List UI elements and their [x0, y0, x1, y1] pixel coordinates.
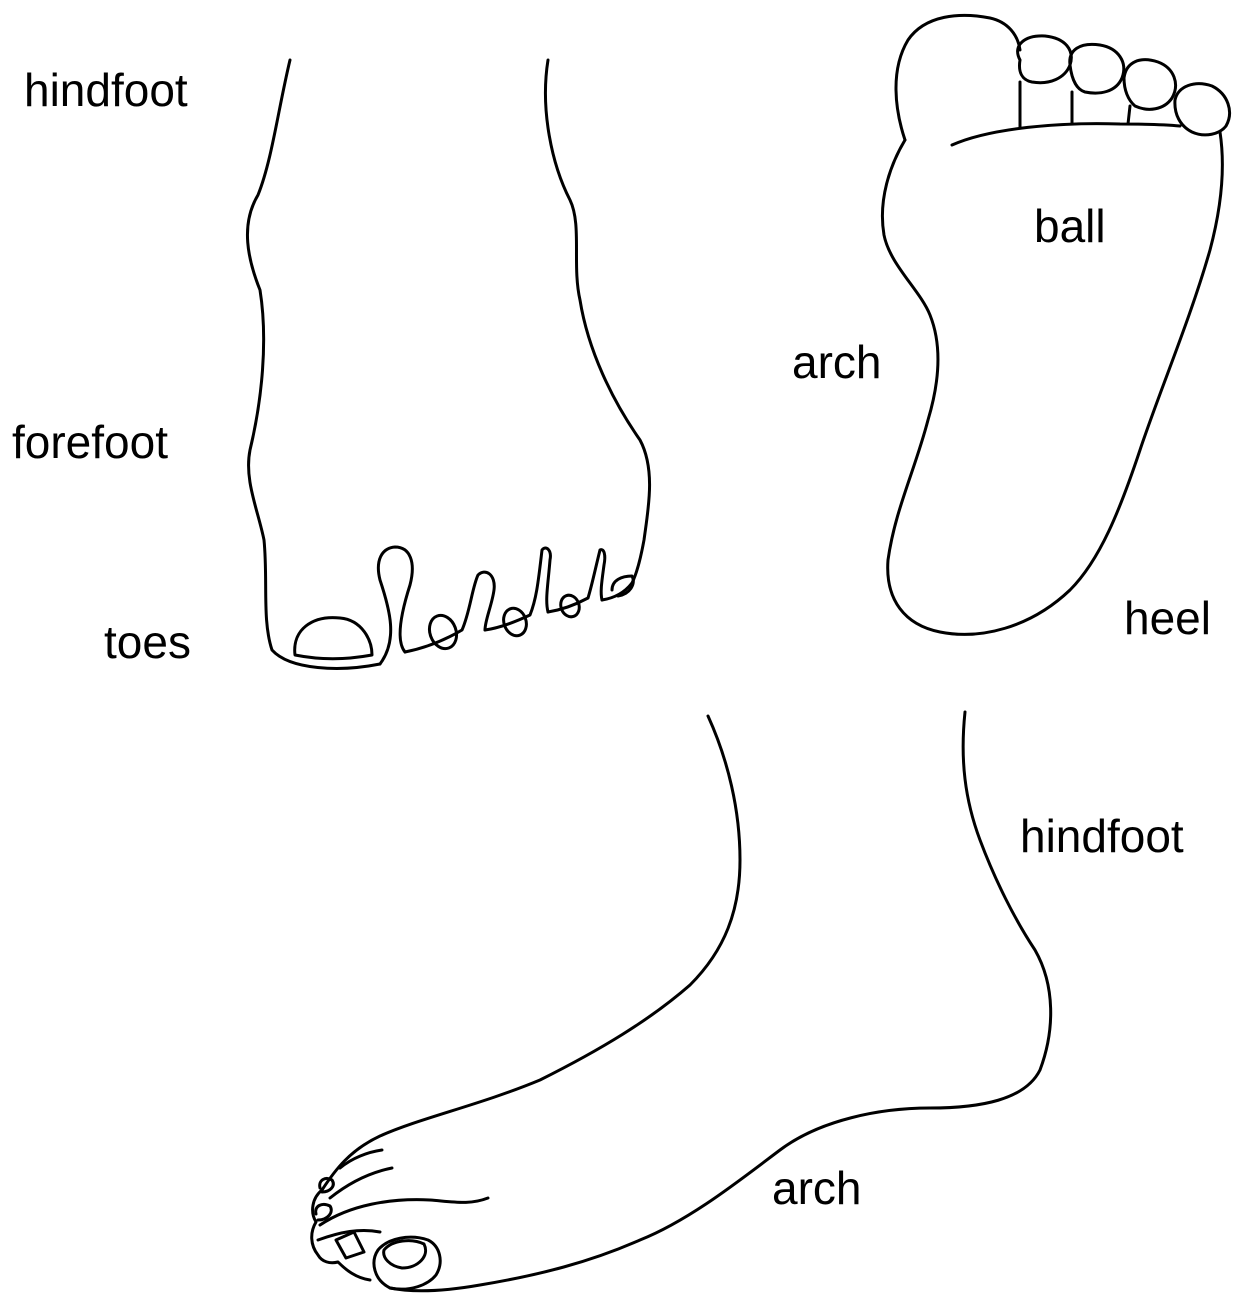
- sole-small-toe-3: [1124, 60, 1176, 110]
- sole-outline: [896, 15, 1020, 140]
- top-view-right-outline: [545, 60, 649, 583]
- side-view-heel-outline: [390, 712, 1051, 1291]
- label-sole-heel: heel: [1124, 592, 1211, 644]
- fourth-toe-outline: [548, 550, 605, 612]
- sole-small-toe-3-base: [1128, 106, 1130, 124]
- label-top-toes: toes: [104, 616, 191, 668]
- sole-small-toe-2: [1070, 44, 1124, 93]
- toe-crease-line: [952, 124, 1180, 145]
- label-side-arch: arch: [772, 1162, 861, 1214]
- second-toe-outline: [405, 572, 494, 652]
- side-view-foot: [312, 712, 1051, 1291]
- big-toenail: [295, 618, 372, 659]
- side-view-big-toe: [374, 1237, 440, 1289]
- label-top-hindfoot: hindfoot: [24, 64, 188, 116]
- top-view-foot: [247, 60, 649, 668]
- big-toe-outline: [378, 547, 412, 664]
- side-view-toenail-3: [336, 1232, 364, 1258]
- label-sole-arch: arch: [792, 336, 881, 388]
- label-sole-ball: ball: [1034, 200, 1106, 252]
- side-view-toenail-2: [316, 1204, 332, 1220]
- label-side-hindfoot: hindfoot: [1020, 810, 1184, 862]
- side-view-shin-front: [322, 716, 740, 1190]
- sole-small-toe-4: [1175, 84, 1230, 135]
- label-top-forefoot: forefoot: [12, 416, 168, 468]
- top-view-left-outline: [247, 60, 380, 668]
- sole-small-toe-1: [1018, 36, 1072, 83]
- side-view-toe-line-3: [320, 1198, 488, 1225]
- side-view-big-toenail: [384, 1241, 426, 1268]
- sole-view-foot: [882, 15, 1229, 634]
- side-view-toe-line-2: [330, 1168, 392, 1198]
